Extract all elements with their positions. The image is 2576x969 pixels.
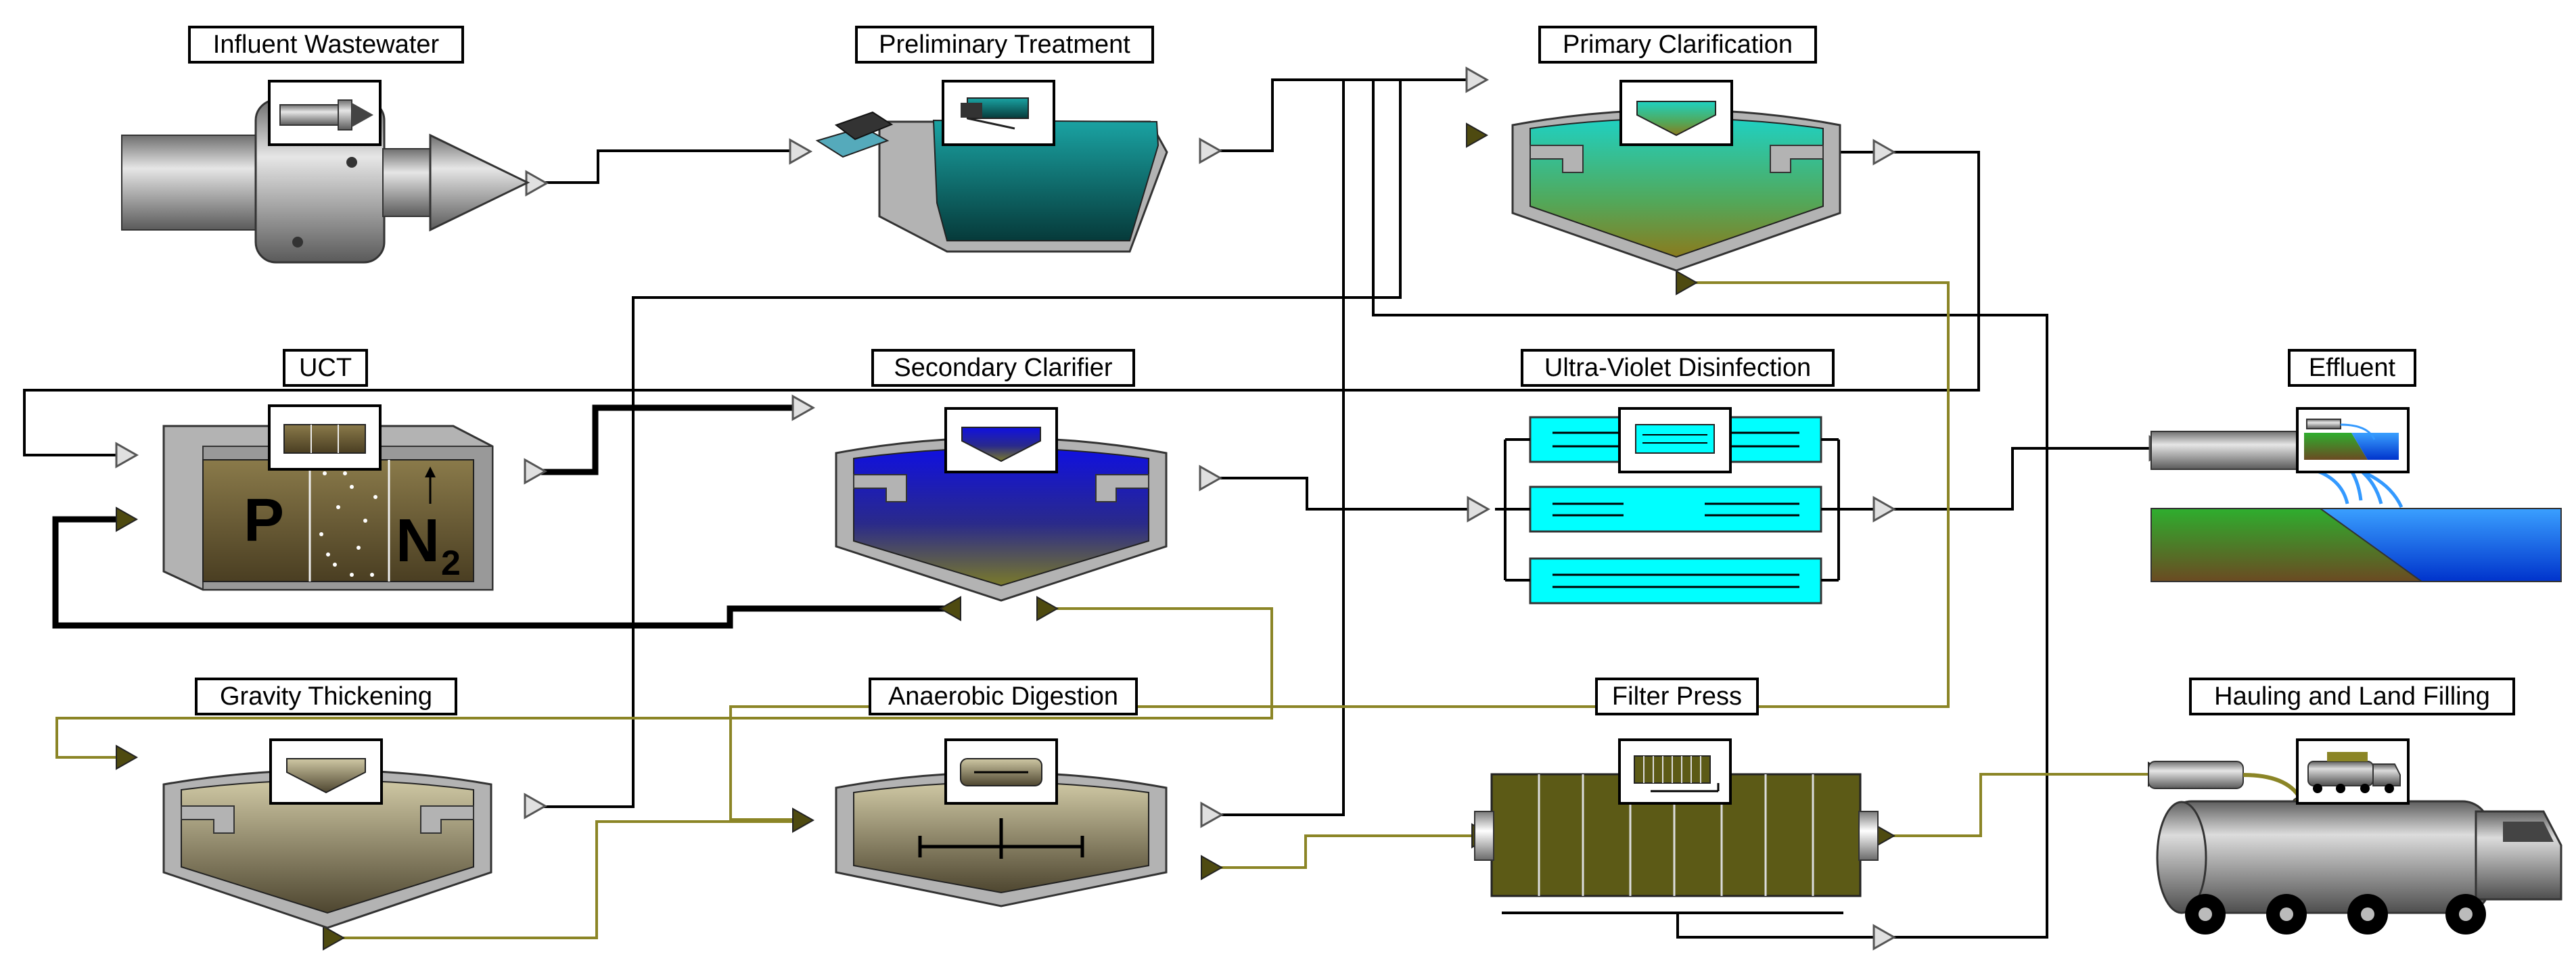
unit-label-effluent: Effluent (2309, 354, 2396, 382)
stream-sludge-primary[interactable] (729, 281, 1950, 821)
port-arrows (115, 66, 2173, 951)
streams (23, 78, 2150, 939)
port-arrow[interactable] (115, 442, 139, 469)
uct-subscript: 2 (441, 544, 461, 583)
port-arrow[interactable] (1467, 496, 1491, 523)
port-arrow-sludge[interactable] (938, 596, 961, 621)
unit-label-box (2288, 349, 2416, 387)
port-arrow[interactable] (1199, 465, 1223, 492)
unit-label-primary: Primary Clarification (1563, 30, 1793, 59)
screen-icon (961, 97, 1029, 130)
unit-secondary[interactable]: Secondary Clarifier (835, 349, 1168, 602)
stream-recycle-b[interactable] (1372, 80, 2048, 939)
stream-primary-to-uct[interactable] (23, 151, 1980, 456)
unit-label-box (871, 349, 1135, 387)
stream-ras[interactable] (52, 516, 955, 629)
unit-label-hauling: Hauling and Land Filling (2214, 682, 2490, 711)
port-arrow[interactable] (1465, 66, 1490, 93)
unit-uv[interactable]: Ultra-Violet Disinfection (1505, 349, 1839, 605)
port-arrow[interactable] (524, 793, 548, 820)
port-arrow[interactable] (789, 138, 813, 165)
stream-influent-to-preliminary[interactable] (541, 149, 793, 184)
unit-label-uv: Ultra-Violet Disinfection (1544, 354, 1811, 382)
aeration-bubbles (319, 471, 377, 577)
unit-label-preliminary: Preliminary Treatment (879, 30, 1130, 59)
unit-label-box (2189, 678, 2515, 715)
unit-influent[interactable]: Influent Wastewater (121, 26, 530, 264)
thickener-icon (286, 758, 366, 794)
stream-uv-out-to-effluent[interactable] (1894, 447, 2150, 511)
stream-recycle-c[interactable] (541, 80, 1402, 808)
unit-label-box (1595, 678, 1759, 715)
stream-sludge-gravity-underflow[interactable] (338, 820, 795, 939)
stream-sludge-was[interactable] (55, 607, 1273, 759)
unit-label-gravity: Gravity Thickening (220, 682, 432, 711)
unit-gravity[interactable]: Gravity Thickening (162, 678, 492, 929)
unit-uct[interactable]: P N 2 UCT (162, 349, 494, 591)
clarifier-icon (961, 427, 1041, 463)
unit-label-box (195, 678, 457, 715)
stream-sludge-to-hauling[interactable] (1881, 773, 2150, 837)
port-arrow-sludge[interactable] (1676, 270, 1699, 296)
uv-channel (1529, 557, 1822, 605)
port-arrow[interactable] (525, 170, 549, 197)
unit-label-box (283, 349, 368, 387)
digester-icon (960, 758, 1042, 786)
unit-label-box (869, 678, 1138, 715)
stream-secondary-to-uv[interactable] (1218, 477, 1472, 511)
uct-letter-p: P (244, 487, 284, 554)
unit-label-box (188, 26, 464, 64)
port-arrow-sludge[interactable] (1036, 596, 1059, 621)
mixer-icon (918, 818, 1084, 859)
unit-label-secondary: Secondary Clarifier (894, 354, 1112, 382)
port-arrow[interactable] (791, 394, 816, 421)
unit-label-box (1521, 349, 1835, 387)
port-arrow[interactable] (1872, 924, 1897, 951)
unit-effluent[interactable]: Effluent (2150, 349, 2562, 582)
stream-filtrate[interactable] (1676, 914, 1874, 939)
filter-press-icon (1634, 755, 1720, 793)
stream-uct-to-secondary[interactable] (541, 404, 798, 475)
uct-letter-n: N (396, 507, 440, 575)
unit-filterpress[interactable]: Filter Press (1474, 678, 1879, 914)
clarifier-icon (1636, 101, 1716, 137)
uv-lamp-icon (1635, 424, 1715, 454)
unit-label-anaerobic: Anaerobic Digestion (888, 682, 1118, 711)
unit-label-box (855, 26, 1154, 64)
unit-preliminary[interactable]: Preliminary Treatment (815, 26, 1168, 253)
unit-anaerobic[interactable]: Anaerobic Digestion (835, 678, 1168, 907)
port-arrow[interactable] (1200, 801, 1224, 828)
unit-primary[interactable]: Primary Clarification (1511, 26, 1841, 272)
port-arrow-sludge[interactable] (1201, 855, 1224, 880)
port-arrow-sludge[interactable] (116, 506, 139, 532)
unit-label-filterpress: Filter Press (1612, 682, 1742, 711)
inlet-arrow-icon (279, 99, 373, 131)
port-arrow[interactable] (1872, 496, 1897, 523)
reactor-icon (283, 424, 366, 454)
port-arrow-sludge[interactable] (1466, 122, 1489, 148)
truck-icon (2307, 752, 2401, 793)
stream-preliminary-to-primary[interactable] (1218, 78, 1468, 152)
unit-hauling[interactable]: Hauling and Land Filling (2148, 678, 2562, 935)
uv-channel (1529, 486, 1822, 533)
port-arrow[interactable] (524, 458, 548, 485)
stream-recycle-a[interactable] (1218, 80, 1345, 816)
unit-label-box (1538, 26, 1817, 64)
outfall-icon (2304, 419, 2399, 460)
port-arrow-sludge[interactable] (792, 807, 815, 833)
unit-label-uct: UCT (299, 354, 352, 382)
port-arrow[interactable] (1199, 137, 1223, 164)
port-arrow-sludge[interactable] (116, 745, 139, 770)
port-arrow-sludge[interactable] (323, 925, 346, 951)
stream-sludge-to-filter[interactable] (1218, 834, 1475, 869)
port-arrow[interactable] (1872, 139, 1897, 166)
unit-label-influent: Influent Wastewater (213, 30, 440, 59)
